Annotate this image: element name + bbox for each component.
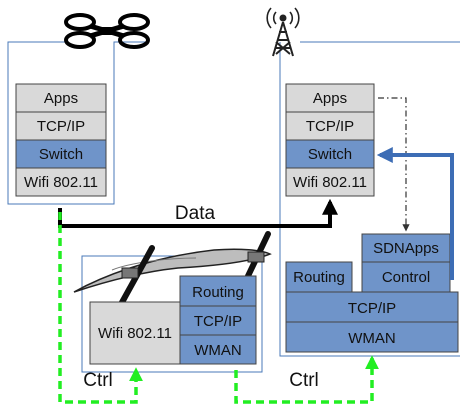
fixed-wing-uav-icon (73, 231, 272, 309)
control-label: Control (382, 269, 430, 286)
sdnapps-layer (361, 233, 451, 263)
fw-wifi-layer (89, 301, 181, 365)
drone-wifi-layer (15, 167, 107, 197)
drone-apps-label: Apps (44, 90, 78, 107)
ctrl-link-left-arrow (58, 212, 143, 404)
bs-tcpip-label: TCP/IP (306, 118, 354, 135)
drone-switch-label: Switch (39, 146, 83, 163)
data-link-label: Data (175, 203, 216, 224)
bs-wman-layer (285, 321, 459, 353)
base-station-sdn-block: SDNApps Control Routing TCP/IP WMAN (285, 233, 459, 353)
bs-routing-label: Routing (293, 269, 345, 286)
quadcopter-drone-icon (64, 13, 150, 49)
ctrl-link-right-arrow (234, 355, 379, 404)
base-station-protocol-stack: Apps TCP/IP Switch Wifi 802.11 (285, 83, 375, 197)
fw-wman-label: WMAN (194, 342, 242, 359)
bs-wifi-label: Wifi 802.11 (293, 174, 367, 191)
drone-tcpip-layer (15, 111, 107, 141)
drone-wifi-label: Wifi 802.11 (24, 174, 98, 191)
apps-to-sdnapps-dashed-arrow (378, 97, 410, 232)
control-layer (361, 261, 451, 293)
bs-bottom-tcpip-label: TCP/IP (348, 300, 396, 317)
fw-wman-layer (179, 334, 257, 365)
drone-apps-layer (15, 83, 107, 113)
fw-tcpip-label: TCP/IP (194, 313, 242, 330)
bs-wifi-layer (285, 167, 375, 197)
drone-protocol-stack: Apps TCP/IP Switch Wifi 802.11 (15, 83, 107, 197)
bs-switch-label: Switch (308, 146, 352, 163)
bs-bottom-tcpip-layer (285, 291, 459, 323)
fw-wifi-label: Wifi 802.11 (98, 325, 172, 342)
bs-apps-label: Apps (313, 90, 347, 107)
ctrl-link-left-label: Ctrl (83, 370, 113, 391)
fixed-wing-protocol-stack: Wifi 802.11 Routing TCP/IP WMAN (89, 275, 257, 365)
fixed-wing-node-frame (81, 255, 263, 373)
drone-tcpip-label: TCP/IP (37, 118, 85, 135)
radio-tower-icon (266, 7, 300, 57)
fw-routing-label: Routing (192, 284, 244, 301)
bs-wman-label: WMAN (348, 330, 396, 347)
fw-routing-layer (179, 275, 257, 307)
base-station-frame (279, 41, 460, 357)
bs-switch-layer (285, 139, 375, 169)
ctrl-link-right-label: Ctrl (289, 370, 319, 391)
bs-routing-layer (285, 261, 353, 293)
sdnapps-label: SDNApps (373, 240, 439, 257)
control-to-switch-arrow (376, 147, 454, 280)
